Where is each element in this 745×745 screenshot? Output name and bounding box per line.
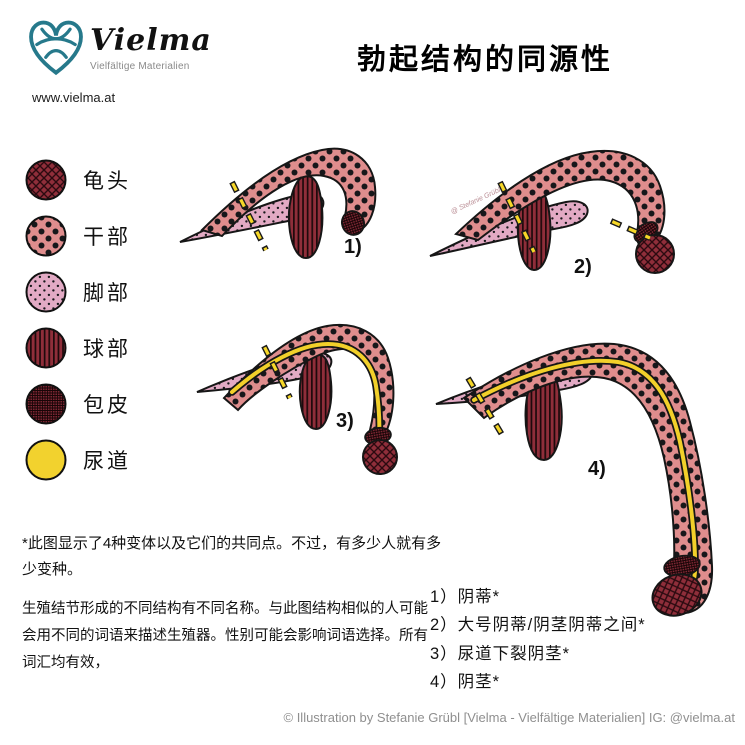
figure-1-label: 1) [344, 236, 362, 258]
legend-item-urethra: 尿道 [24, 438, 131, 482]
legend-label-bulb: 球部 [83, 338, 131, 361]
brand-subtitle: Vielfältige Materialien [90, 61, 190, 72]
glans-shape [362, 439, 398, 475]
description-text: 生殖结节形成的不同结构有不同名称。与此图结构相似的人可能会用不同的词语来描述生殖… [22, 601, 428, 671]
incision-dashed-line [498, 181, 536, 253]
brand-url: www.vielma.at [32, 90, 116, 105]
figure-3-illustration [196, 324, 398, 475]
figure-3-label: 3) [336, 410, 354, 432]
crura-swatch-icon [25, 271, 67, 313]
legend-label-shaft: 干部 [83, 226, 131, 249]
bulb-shape [298, 352, 333, 431]
copyright-text: © Illustration by Stefanie Grübl [Vielma… [283, 710, 736, 725]
brand-name: Vielma [90, 23, 212, 58]
bulb-shape [288, 174, 324, 260]
bulb-shape [524, 368, 563, 462]
vielma-logo: Vielma Vielfältige Materialien www.vielm… [24, 12, 212, 105]
variant-list-item: 4）阴茎* [430, 672, 501, 691]
foreskin-shape [341, 210, 365, 236]
figure-2-illustration: @ Stefanie Grübl [429, 150, 675, 274]
variant-list-item: 1）阴蒂* [430, 588, 501, 606]
incision-dashed-line [230, 181, 268, 251]
urethra-line [472, 358, 698, 598]
legend-label-urethra: 尿道 [83, 450, 131, 473]
figure-2-label: 2) [574, 256, 592, 278]
legend-label-glans: 龟头 [83, 170, 131, 193]
legend-item-crura: 脚部 [24, 270, 131, 314]
legend: 龟头 干部 脚部 球部 包皮 尿道 [24, 158, 131, 482]
legend-item-foreskin: 包皮 [24, 382, 131, 426]
variant-name-list: 1）阴蒂* 2）大号阴蒂/阴茎阴蒂之间* 3）尿道下裂阴茎* 4）阴茎* [430, 586, 646, 693]
page-title: 勃起结构的同源性 [356, 44, 613, 76]
glans-swatch-icon [25, 159, 67, 201]
variant-list-item: 2）大号阴蒂/阴茎阴蒂之间* [430, 616, 646, 635]
glans-shape [651, 573, 703, 617]
legend-label-crura: 脚部 [83, 282, 131, 305]
legend-label-foreskin: 包皮 [83, 394, 131, 417]
legend-item-glans: 龟头 [24, 158, 131, 202]
bulb-swatch-icon [25, 327, 67, 369]
heart-knot-icon [29, 20, 83, 76]
incision-dashed-line [610, 219, 651, 240]
incision-dashed-line [466, 377, 506, 439]
foreskin-swatch-icon [25, 383, 67, 425]
shaft-swatch-icon [25, 215, 67, 257]
variant-list-item: 3）尿道下裂阴茎* [430, 644, 571, 663]
urethra-swatch-icon [25, 439, 67, 481]
footnote-text: *此图显示了4种变体以及它们的共同点。不过，有多少人就有多少变种。 [22, 535, 442, 579]
figure-4-illustration [435, 342, 714, 617]
figure-4-label: 4) [588, 458, 606, 480]
figure-1-illustration [179, 147, 377, 260]
legend-item-shaft: 干部 [24, 214, 131, 258]
legend-item-bulb: 球部 [24, 326, 131, 370]
glans-shape [635, 234, 675, 274]
incision-dashed-line [261, 344, 293, 400]
